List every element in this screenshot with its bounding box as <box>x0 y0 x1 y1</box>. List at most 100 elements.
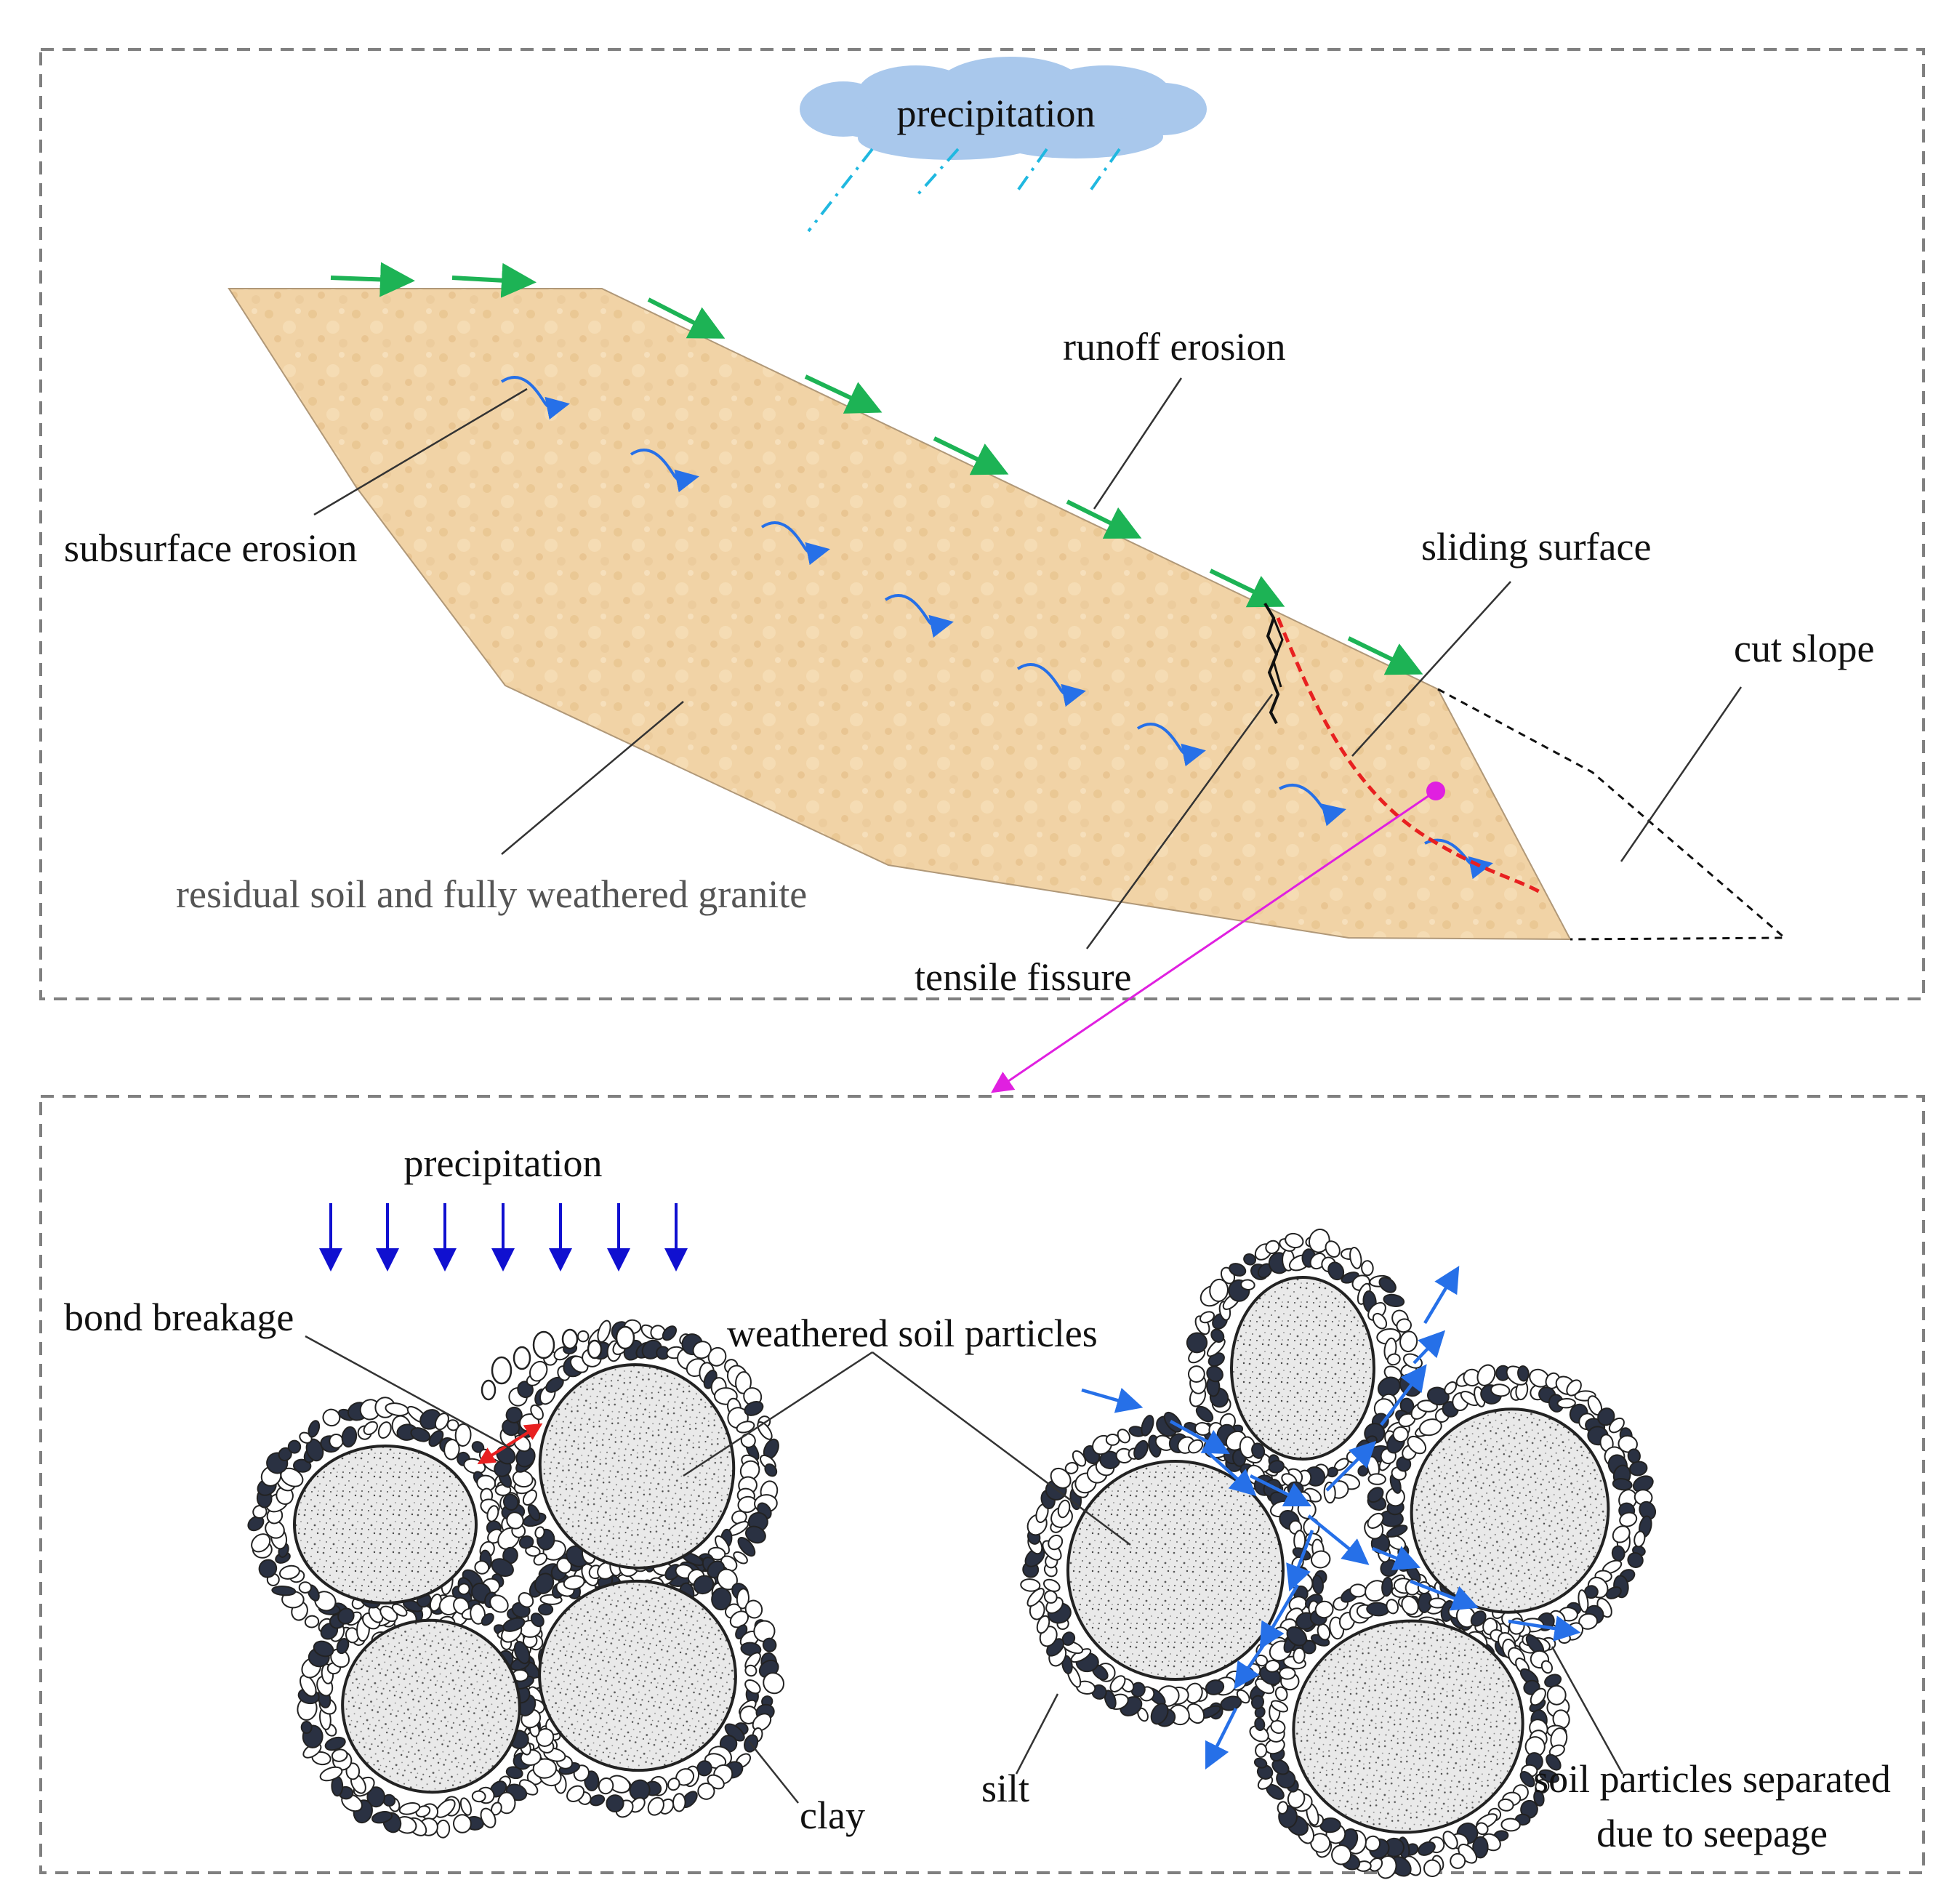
clay-particle <box>1254 1717 1266 1732</box>
silt-particle <box>1423 1859 1442 1878</box>
silt-particle <box>598 1777 614 1795</box>
silt-particle <box>733 1551 748 1564</box>
silt-particle <box>489 1594 509 1613</box>
clay-particle <box>1195 1405 1214 1423</box>
clay-particle <box>693 1575 715 1595</box>
clay-particle <box>1133 1439 1149 1461</box>
clay-particle <box>1383 1293 1405 1308</box>
silt-particle <box>744 1599 763 1619</box>
runoff-arrows <box>330 262 1423 675</box>
silt-particle <box>474 1560 490 1575</box>
silt-particle <box>707 1546 726 1561</box>
clay-particle <box>744 1400 764 1416</box>
silt-particle <box>1566 1379 1582 1397</box>
clay-particle <box>527 1504 541 1522</box>
clay-particle <box>258 1559 278 1578</box>
silt-particle <box>1399 1330 1418 1352</box>
clay-particle <box>1470 1610 1487 1627</box>
tensile-fissure-mark <box>1263 602 1280 724</box>
silt-particle <box>1349 1247 1362 1269</box>
silt-particle <box>1331 1844 1352 1865</box>
detached-particles <box>481 1325 635 1401</box>
silt-particle <box>1418 1418 1442 1437</box>
silt-particle <box>443 1439 460 1461</box>
silt-particle <box>525 1546 541 1557</box>
silt-particle <box>1255 1743 1268 1758</box>
separated-label-line1: soil particles separated <box>1533 1757 1891 1801</box>
separated-label-line2: due to seepage <box>1596 1812 1828 1855</box>
clay-particle <box>505 1766 523 1780</box>
silt-particle <box>1407 1435 1427 1455</box>
silt-particle <box>391 1603 408 1617</box>
silt-particle <box>1556 1397 1576 1409</box>
silt-particle <box>1042 1578 1061 1592</box>
clay-particle <box>662 1325 678 1341</box>
clay-particle <box>696 1760 712 1777</box>
silt-particle <box>563 1575 585 1590</box>
silt-particle <box>692 1341 712 1359</box>
silt-particle <box>435 1819 451 1839</box>
clay-particle <box>1377 1376 1401 1398</box>
silt-particle <box>1264 1660 1281 1673</box>
silt-particle <box>377 1421 392 1439</box>
silt-particle <box>1368 1857 1383 1872</box>
silt-particle <box>1188 1365 1205 1383</box>
silt-particle <box>1265 1240 1280 1255</box>
silt-particle <box>667 1778 680 1791</box>
clay-particle <box>534 1572 555 1594</box>
silt-particle <box>736 1588 750 1610</box>
clay-particle <box>1533 1789 1545 1807</box>
silt-particle <box>1612 1525 1631 1543</box>
clay-particle <box>1254 1706 1266 1719</box>
clay-particle <box>518 1535 534 1549</box>
clay-particle <box>1612 1478 1633 1491</box>
silt-particle <box>471 1790 486 1803</box>
clay-particle <box>764 1463 778 1477</box>
silt-particle <box>1618 1434 1638 1453</box>
silt-particle <box>763 1672 784 1695</box>
clay-particle <box>1210 1328 1225 1343</box>
silt-particle <box>1109 1675 1126 1692</box>
zoom-point <box>1426 782 1445 800</box>
left-grain-cluster <box>293 1363 737 1794</box>
silt-particle <box>486 1505 499 1522</box>
silt-particle <box>506 1511 524 1530</box>
clay-particle <box>481 1612 494 1626</box>
clay-particle <box>629 1779 651 1801</box>
silt-particle <box>363 1421 378 1436</box>
silt-particle <box>522 1489 537 1506</box>
silt-particle <box>1020 1578 1041 1592</box>
clay-particle <box>1206 1365 1223 1383</box>
grain-r-bottom <box>1292 1619 1524 1834</box>
silt-particle <box>1546 1684 1567 1706</box>
silt-particle <box>1036 1615 1050 1634</box>
silt-particle <box>672 1793 686 1812</box>
top-panel-frame <box>39 48 1925 1000</box>
clay-particle <box>308 1420 321 1438</box>
silt-particle <box>1386 1353 1401 1366</box>
clay-particle <box>371 1811 393 1824</box>
clay-particle <box>502 1617 526 1632</box>
silt-particle <box>1367 1473 1386 1485</box>
clay-particle <box>1256 1764 1274 1780</box>
clay-particle <box>1327 1261 1345 1281</box>
clay-particle <box>1426 1386 1450 1406</box>
clay-particle <box>1605 1586 1622 1599</box>
clay-particle <box>247 1515 265 1532</box>
silt-particle <box>1270 1719 1286 1735</box>
clay-particle <box>1268 1460 1285 1474</box>
silt-particle <box>1323 1482 1336 1504</box>
clay-particle <box>1366 1602 1390 1617</box>
silt-particle <box>576 1330 590 1343</box>
silt-particle <box>530 1404 544 1421</box>
silt-particle <box>1490 1383 1511 1397</box>
rain-streaks <box>807 148 1121 233</box>
silt-particle <box>1540 1660 1554 1674</box>
silt-particle <box>1293 1647 1306 1664</box>
silt-particle <box>1026 1588 1045 1607</box>
clay-particle <box>1386 1525 1408 1538</box>
silt-particle <box>329 1434 344 1449</box>
silt-particle <box>744 1664 758 1677</box>
silt-particle <box>459 1797 472 1816</box>
bottom-panel-frame <box>39 1095 1925 1874</box>
